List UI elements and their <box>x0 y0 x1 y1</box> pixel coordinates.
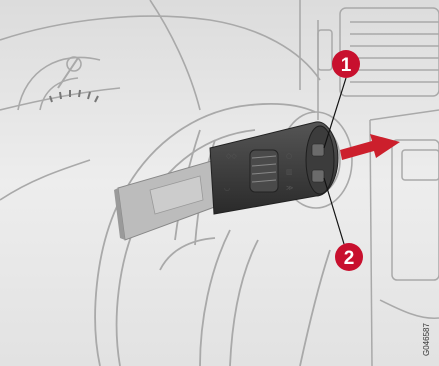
svg-text:2: 2 <box>344 248 355 269</box>
callout-2: 2 <box>335 243 363 271</box>
svg-text:≫: ≫ <box>286 184 293 192</box>
svg-text:◇◇: ◇◇ <box>226 152 237 160</box>
figure-code: G046587 <box>422 323 431 356</box>
callout-1: 1 <box>332 50 360 78</box>
svg-text:◡: ◡ <box>224 184 230 192</box>
svg-text:○: ○ <box>286 152 292 160</box>
svg-text:1: 1 <box>341 55 352 76</box>
svg-text:▥: ▥ <box>286 168 293 176</box>
